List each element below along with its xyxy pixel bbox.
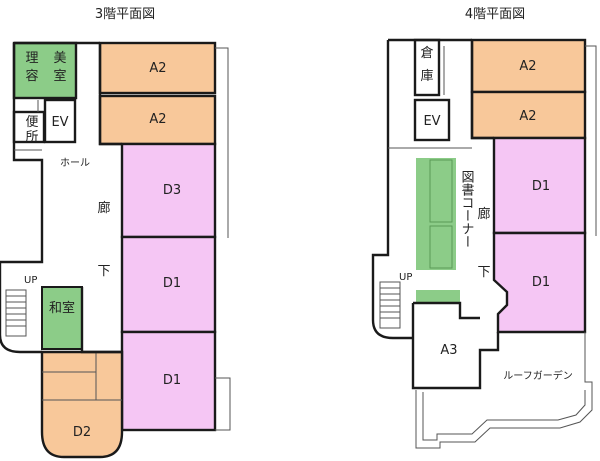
floor4-library <box>416 158 456 270</box>
floor4-label-library: 図書コーナー <box>459 170 475 248</box>
floor4-label-roof-garden: ルーフガーデン <box>503 369 572 382</box>
floor3-label-biyou-1: 美 <box>53 51 66 66</box>
floor4-room-a2-mid <box>470 90 587 140</box>
floor4-roof-garden-edge <box>415 332 593 449</box>
floor4-label-d1-top: D1 <box>532 179 550 194</box>
floor3-corridor-wall <box>98 43 122 146</box>
floor3-plan: 3階平面図 美 室 理 容 EV 便 <box>0 7 231 459</box>
floor3-washitsu-wall <box>80 287 122 354</box>
floor3-label-benjo-2: 所 <box>25 130 38 145</box>
floor3-label-d1-mid: D1 <box>163 276 181 291</box>
floor3-label-up: UP <box>24 275 37 286</box>
floor3-label-hall: ホール <box>60 157 90 169</box>
floor3-label-corridor-2: 下 <box>97 264 110 279</box>
floor4-room-d1-top <box>492 136 587 235</box>
floor4-label-up: UP <box>399 272 412 283</box>
floor3-label-d1-low: D1 <box>163 373 181 388</box>
floor3-room-a2-top <box>98 41 217 95</box>
floor3-label-a2-top: A2 <box>149 61 166 76</box>
floor4-plan: 4階平面図 倉 庫 EV 図書コーナー 廊 下 <box>371 7 597 449</box>
floor3-label-biyou-2: 室 <box>53 68 66 84</box>
floor4-title: 4階平面図 <box>465 7 525 22</box>
floor4-label-a2-mid: A2 <box>519 109 536 124</box>
floor4-room-a2-top <box>470 38 587 94</box>
floor4-a3-wall <box>411 303 500 390</box>
floor3-room-d1-mid <box>120 235 217 334</box>
floor4-label-corridor-1: 廊 <box>477 206 490 222</box>
floor4-balcony <box>585 45 597 236</box>
floor4-label-d1-low: D1 <box>532 275 550 290</box>
floor3-stairs <box>5 289 27 337</box>
floor4-storage <box>413 38 441 97</box>
floor4-room-d1-low <box>492 231 587 334</box>
floor3-label-riyou-2: 容 <box>25 68 38 84</box>
floor4-label-a3: A3 <box>440 343 457 358</box>
floor3-outer-wall <box>0 41 100 354</box>
floor4-lounge-strip <box>416 290 460 304</box>
floor3-room-washitsu <box>41 286 83 350</box>
floor3-balcony <box>215 47 229 238</box>
floor3-room-d1-low <box>120 330 217 432</box>
floor3-room-biyou <box>12 41 78 100</box>
floor4-roof-garden-inner <box>422 390 586 441</box>
floor4-library-shelf-1 <box>429 159 453 223</box>
floor4-a3-top-wall <box>413 301 480 320</box>
floor3-label-d3: D3 <box>163 183 181 198</box>
floor3-label-benjo-1: 便 <box>25 115 38 130</box>
floor3-stair-steps <box>6 295 26 327</box>
floor4-corridor-wall <box>470 40 494 140</box>
floor4-library-shelf-2 <box>429 225 453 269</box>
floor4-label-corridor-2: 下 <box>477 265 490 280</box>
floor4-stair-steps <box>380 287 400 319</box>
floor4-label-souko-2: 庫 <box>420 69 433 84</box>
floor3-label-d2: D2 <box>73 425 91 440</box>
floor3-label-a2-mid: A2 <box>149 112 166 127</box>
floor3-room-d2 <box>40 350 124 459</box>
floor4-stairs <box>379 281 401 329</box>
floor3-label-riyou-1: 理 <box>25 51 38 66</box>
floor3-balcony-low <box>215 377 231 431</box>
floor3-room-d3 <box>120 142 217 239</box>
floor3-label-washitsu: 和室 <box>49 300 75 316</box>
floor4-label-ev: EV <box>423 114 440 129</box>
floor4-ev-shaft <box>413 98 451 142</box>
floor4-label-a2-top: A2 <box>519 59 536 74</box>
floor3-toilet <box>12 110 46 144</box>
floor3-label-ev: EV <box>51 115 68 130</box>
floor3-title: 3階平面図 <box>95 7 155 22</box>
floor4-label-souko-1: 倉 <box>420 46 433 61</box>
floor3-label-corridor-1: 廊 <box>97 200 110 216</box>
